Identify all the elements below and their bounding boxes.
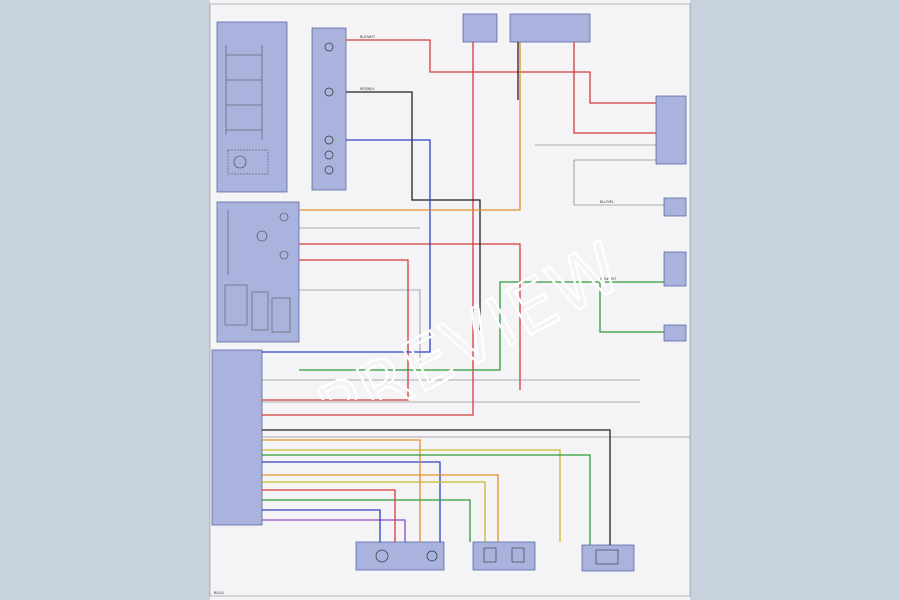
outside-mirror-switch: [655, 95, 687, 165]
sheet-border: [209, 3, 691, 597]
fuse-box-2: [509, 13, 591, 43]
sheet-id: BL010: [214, 591, 224, 595]
connector-pins: [324, 42, 334, 175]
seat-motor-left: [355, 541, 445, 571]
connector-label-b: RED/BLK: [360, 87, 375, 91]
motor-symbols: [375, 547, 619, 565]
connector-label-c: BLU/YEL: [600, 200, 614, 204]
seat-motor-right: [581, 544, 635, 572]
driver-switch-internals: [225, 45, 269, 175]
memory-module-internals: [224, 210, 291, 333]
fuse-box-1: [462, 13, 498, 43]
bcm-connector: [211, 349, 263, 526]
driver-switch-box: [216, 21, 288, 193]
seat-motor-middle: [472, 541, 536, 571]
connector-label-d: GRN/WHT: [600, 277, 616, 281]
right-component-1: [663, 197, 687, 217]
right-component-2: [663, 251, 687, 287]
right-component-3: [663, 324, 687, 342]
seat-position-connector: [311, 27, 347, 191]
connector-label-a: BLK/WHT: [360, 35, 375, 39]
wires: [262, 39, 690, 545]
memory-control-module: [216, 201, 300, 343]
